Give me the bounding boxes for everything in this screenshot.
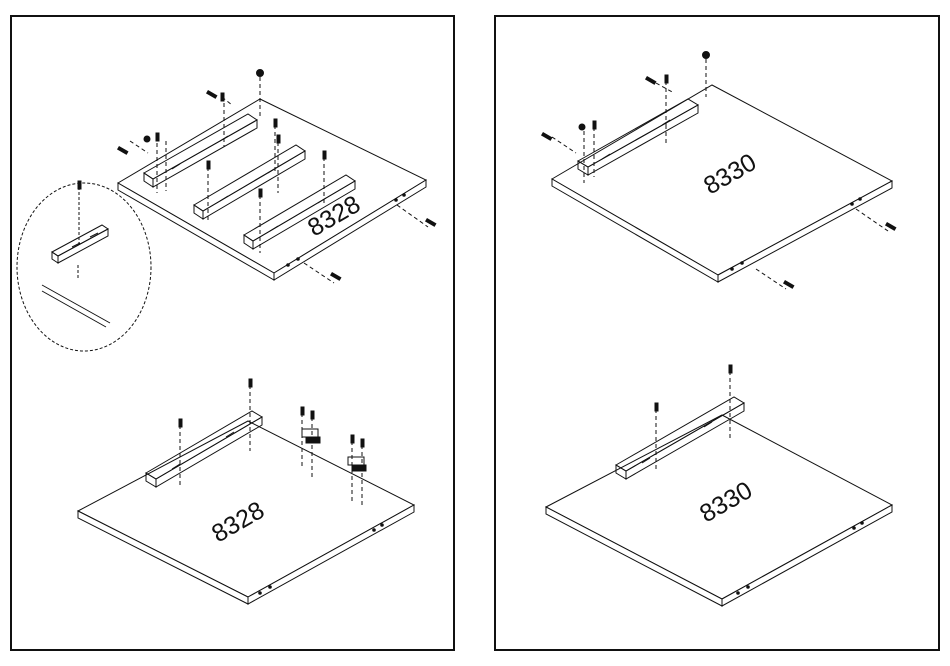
instruction-panel-right: 8330 8330: [494, 15, 940, 651]
board-8328-top: [118, 99, 426, 280]
screws-right-bottom: [655, 365, 732, 411]
assembly-diagram-right: 8330 8330: [496, 17, 938, 649]
instruction-panel-left: 8328: [10, 15, 455, 651]
assembly-diagram-left: 8328: [12, 17, 453, 649]
detail-magnifier: [17, 181, 151, 351]
